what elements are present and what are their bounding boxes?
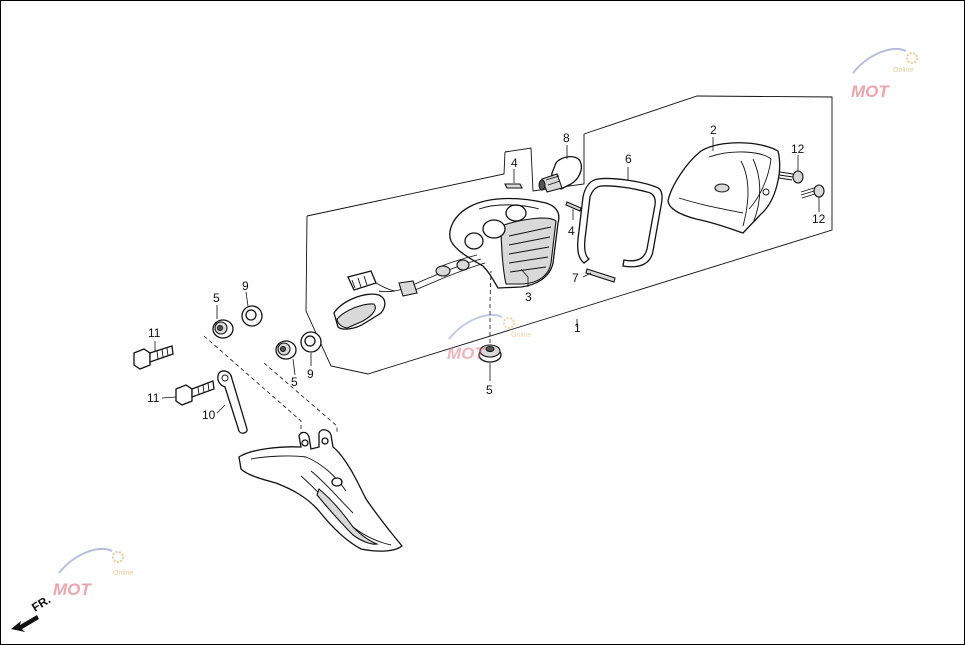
watermark-top-right: MOT Online xyxy=(851,48,918,101)
watermark-text: MOT xyxy=(447,344,486,363)
front-arrow-icon xyxy=(11,615,39,632)
watermark-gear-icon xyxy=(503,317,515,329)
callout-5c: 5 xyxy=(486,383,493,397)
callout-3: 3 xyxy=(525,290,532,304)
assembly-lines xyxy=(203,270,492,433)
watermark-gear-icon xyxy=(906,52,918,64)
watermark-swoosh-icon xyxy=(852,48,907,74)
callout-6: 6 xyxy=(625,152,632,166)
watermark-text: MOT xyxy=(53,580,92,599)
leader-lines xyxy=(154,137,820,414)
front-direction-indicator: FR. xyxy=(11,592,53,632)
bolt-11b xyxy=(175,380,215,406)
front-label: FR. xyxy=(29,592,53,614)
watermark-center: MOT Online xyxy=(447,314,531,363)
callout-9a: 9 xyxy=(242,279,249,293)
rubber-mount-5b xyxy=(275,340,297,360)
nut-9b xyxy=(300,331,322,353)
gasket-part xyxy=(577,177,663,268)
bracket-part xyxy=(238,429,403,552)
callout-4b: 4 xyxy=(568,224,575,238)
callout-7: 7 xyxy=(572,271,579,285)
callout-4a: 4 xyxy=(511,156,518,170)
callout-12b: 12 xyxy=(812,212,826,226)
callout-8: 8 xyxy=(563,131,570,145)
callout-1: 1 xyxy=(574,321,581,335)
strip-part-7 xyxy=(585,268,616,283)
housing-part xyxy=(333,197,560,330)
watermark-subtext: Online xyxy=(893,67,913,74)
callout-9b: 9 xyxy=(307,367,314,381)
watermark-subtext: Online xyxy=(511,332,531,339)
watermark-subtext: Online xyxy=(113,570,133,577)
rubber-mount-5a xyxy=(212,319,234,339)
rubber-mount-5c xyxy=(478,344,502,363)
pin-part-4b xyxy=(565,201,582,212)
callout-labels: 1 2 3 4 4 5 5 5 6 7 8 9 9 10 11 11 12 12 xyxy=(147,123,826,422)
pin-part-4a xyxy=(504,183,523,189)
callout-12a: 12 xyxy=(791,142,805,156)
callout-5a: 5 xyxy=(213,291,220,305)
watermark-swoosh-icon xyxy=(58,548,113,574)
callout-5b: 5 xyxy=(291,375,298,389)
bolt-11a xyxy=(133,345,174,370)
nut-9a xyxy=(241,305,263,327)
watermark-text: MOT xyxy=(851,82,890,101)
callout-10: 10 xyxy=(202,408,216,422)
callout-11b: 11 xyxy=(147,391,160,405)
screw-12a xyxy=(778,170,804,184)
watermark-bottom-left: MOT Online xyxy=(53,548,133,599)
lens-part xyxy=(667,142,781,234)
callout-2: 2 xyxy=(710,123,717,137)
watermark-swoosh-icon xyxy=(448,314,503,340)
watermark-gear-icon xyxy=(112,551,124,563)
clip-part-10 xyxy=(217,370,248,434)
assembly-frame-1 xyxy=(305,95,833,375)
screw-12b xyxy=(800,184,825,199)
bulb-part xyxy=(538,156,583,193)
callout-11a: 11 xyxy=(148,326,161,340)
